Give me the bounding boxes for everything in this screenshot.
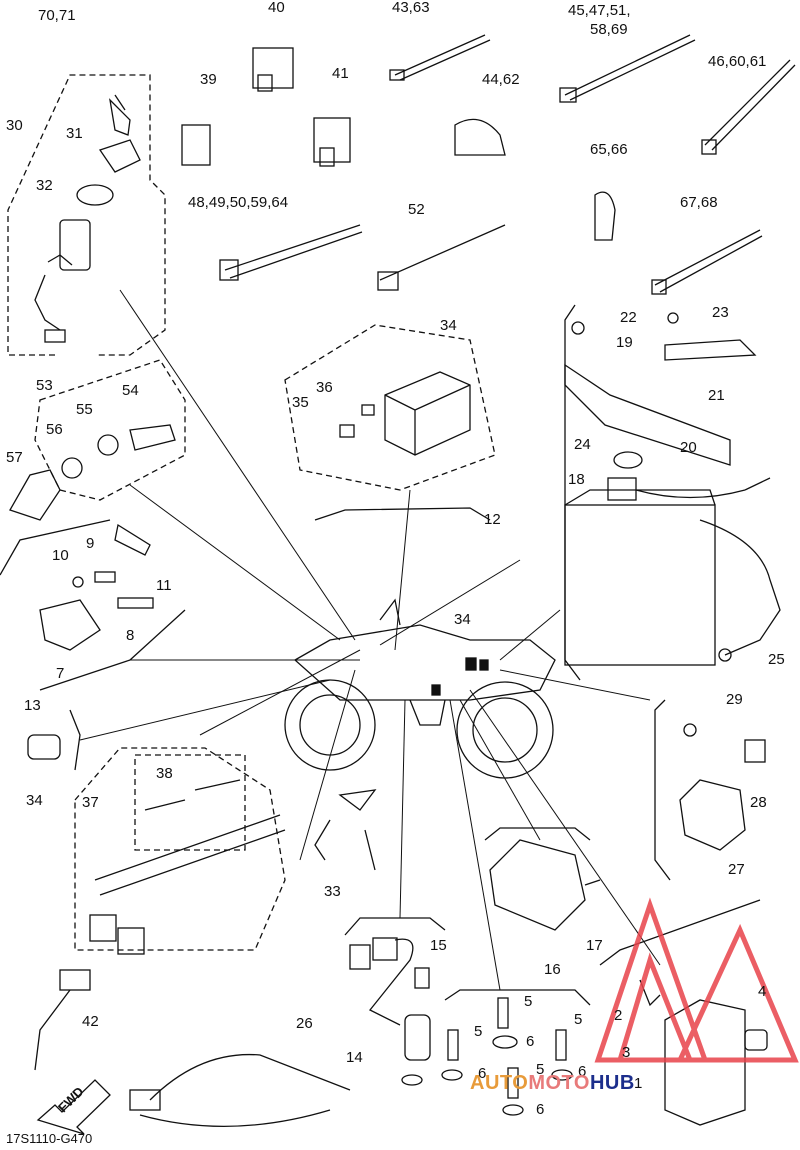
callout-26: 26 [296, 1015, 313, 1032]
callout-34-harness: 34 [26, 792, 43, 809]
bracket-battery [564, 304, 581, 681]
bracket-relay [654, 699, 671, 881]
watermark-text: AUTOMOTOHUB [470, 1072, 635, 1095]
callout-32: 32 [36, 177, 53, 194]
callout-7: 7 [56, 665, 65, 682]
callout-28: 28 [750, 794, 767, 811]
callout-46-60-61: 46,60,61 [708, 53, 767, 70]
callout-6d: 6 [536, 1101, 545, 1118]
callout-65-66: 65,66 [590, 141, 628, 158]
callout-38: 38 [156, 765, 173, 782]
callout-2: 2 [614, 1007, 623, 1024]
regulator-parts [489, 723, 768, 1126]
callout-39: 39 [200, 71, 217, 88]
bracket-coil [0, 519, 111, 576]
callout-58-69: 58,69 [590, 21, 628, 38]
callout-57: 57 [6, 449, 23, 466]
bracket-regulator [484, 827, 591, 841]
callout-5a: 5 [524, 993, 533, 1010]
watermark-part-c: HUB [589, 1072, 635, 1094]
callout-55: 55 [76, 401, 93, 418]
lower-harness [34, 779, 377, 1127]
callout-29: 29 [726, 691, 743, 708]
callout-6a: 6 [526, 1033, 535, 1050]
fwd-arrow [36, 1079, 111, 1135]
callout-10: 10 [52, 547, 69, 564]
group-box-53 [34, 359, 186, 501]
callout-18: 18 [568, 471, 585, 488]
callout-15: 15 [430, 937, 447, 954]
callout-27: 27 [728, 861, 745, 878]
leader-lines [79, 289, 661, 991]
bolts-washers [441, 997, 573, 1116]
watermark-part-a: AUTO [470, 1072, 529, 1094]
callout-53: 53 [36, 377, 53, 394]
left-parts [9, 424, 176, 760]
watermark-logo [594, 897, 799, 1063]
callout-43-63: 43,63 [392, 0, 430, 16]
bracket-relay-bottom [599, 899, 761, 966]
fuse-sensor-parts [349, 937, 431, 1086]
callout-14: 14 [346, 1049, 363, 1066]
diagram-code: 17S1110-G470 [6, 1131, 93, 1146]
callout-20: 20 [680, 439, 697, 456]
callout-5d: 5 [536, 1061, 545, 1078]
callout-5c: 5 [474, 1023, 483, 1040]
callout-70-71: 70,71 [38, 7, 76, 24]
callout-23: 23 [712, 304, 729, 321]
cable-ties [219, 34, 796, 295]
callout-33: 33 [324, 883, 341, 900]
callout-37: 37 [82, 794, 99, 811]
callout-44-62: 44,62 [482, 71, 520, 88]
callout-30: 30 [6, 117, 23, 134]
callout-5b: 5 [574, 1011, 583, 1028]
callout-31: 31 [66, 125, 83, 142]
bracket-13 [69, 709, 81, 771]
callout-22: 22 [620, 309, 637, 326]
callout-45-47-51: 45,47,51, [568, 2, 631, 19]
atv-body [284, 598, 556, 779]
watermark-part-b: MOTO [528, 1072, 590, 1094]
callout-3: 3 [622, 1044, 631, 1061]
callout-36: 36 [316, 379, 333, 396]
main-switch-parts [34, 94, 141, 343]
callout-42: 42 [82, 1013, 99, 1030]
bracket-washers [444, 989, 591, 1006]
callout-52: 52 [408, 201, 425, 218]
callout-34-atv: 34 [454, 611, 471, 628]
callout-41: 41 [332, 65, 349, 82]
callout-34-relay: 34 [440, 317, 457, 334]
small-relays [181, 47, 351, 167]
bracket-fuse [344, 917, 446, 936]
callout-54: 54 [122, 382, 139, 399]
callout-4: 4 [758, 983, 767, 1000]
bracket-top [314, 507, 491, 521]
callout-24: 24 [574, 436, 591, 453]
callout-12: 12 [484, 511, 501, 528]
callout-17: 17 [586, 937, 603, 954]
battery-parts [564, 312, 781, 666]
callout-9: 9 [86, 535, 95, 552]
callout-13: 13 [24, 697, 41, 714]
callout-16: 16 [544, 961, 561, 978]
callout-48-49-50-59-64: 48,49,50,59,64 [188, 194, 289, 211]
callout-40: 40 [268, 0, 285, 16]
group-box-34-relay [284, 324, 496, 491]
group-box-34-harness [74, 747, 286, 951]
callout-6c: 6 [578, 1063, 587, 1080]
relay-unit [339, 371, 471, 456]
callout-67-68: 67,68 [680, 194, 718, 211]
callout-56: 56 [46, 421, 63, 438]
callout-6b: 6 [478, 1065, 487, 1082]
group-box-30 [7, 74, 166, 356]
callout-19: 19 [616, 334, 633, 351]
callout-21: 21 [708, 387, 725, 404]
callout-1: 1 [634, 1075, 643, 1092]
callout-25: 25 [768, 651, 785, 668]
callout-35: 35 [292, 394, 309, 411]
callout-11: 11 [156, 577, 172, 594]
callout-8: 8 [126, 627, 135, 644]
